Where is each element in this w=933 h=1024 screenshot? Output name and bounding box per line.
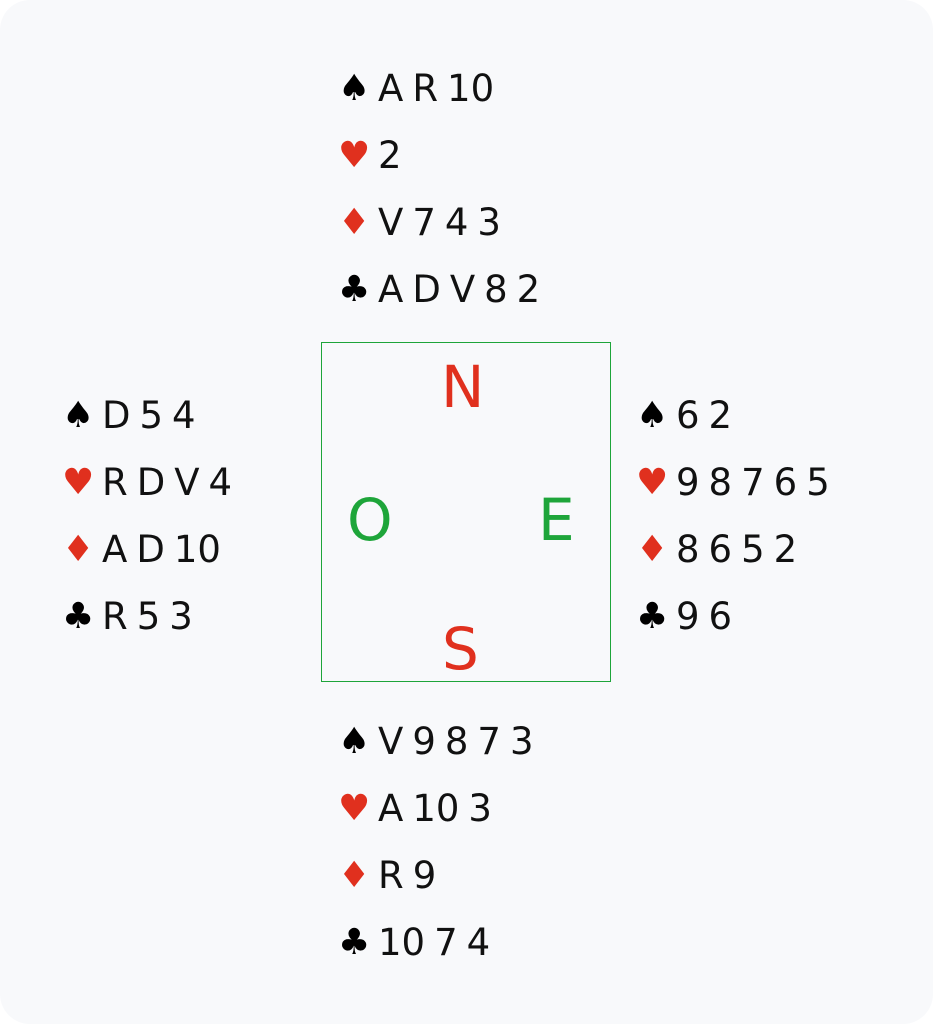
card: A	[378, 787, 404, 830]
diamond-icon: ♦	[636, 528, 669, 570]
spade-icon: ♠	[338, 67, 371, 109]
suit-row-hearts: ♥2	[338, 122, 549, 189]
card: 5	[136, 595, 161, 638]
heart-icon: ♥	[636, 461, 669, 503]
card: 9	[676, 461, 700, 504]
card: 3	[169, 595, 193, 638]
diamond-icon: ♦	[338, 854, 371, 896]
card: 5	[139, 394, 164, 437]
card: V	[174, 461, 200, 504]
card: 10	[173, 528, 221, 571]
club-icon: ♣	[62, 595, 95, 637]
heart-icon: ♥	[62, 461, 95, 503]
card: A	[102, 528, 128, 571]
card: R	[102, 595, 128, 638]
card: 6	[708, 595, 733, 638]
compass-north: N	[441, 353, 485, 421]
card: V	[378, 720, 404, 763]
card: 2	[708, 394, 733, 437]
card: 4	[444, 201, 469, 244]
card: D	[102, 394, 131, 437]
card: 4	[172, 394, 196, 437]
card: 8	[484, 268, 508, 311]
club-icon: ♣	[636, 595, 669, 637]
card: 5	[806, 461, 830, 504]
card: 10	[447, 67, 495, 110]
card: 5	[741, 528, 765, 571]
card: 8	[444, 720, 469, 763]
card: 10	[378, 921, 426, 964]
card: 2	[773, 528, 798, 571]
club-icon: ♣	[338, 268, 371, 310]
card: 7	[434, 921, 458, 964]
card: 4	[208, 461, 233, 504]
card: 2	[516, 268, 541, 311]
compass-south: S	[442, 615, 479, 683]
card: 6	[773, 461, 798, 504]
spade-icon: ♠	[338, 720, 371, 762]
card: 8	[708, 461, 733, 504]
diamond-icon: ♦	[338, 201, 371, 243]
card: R	[102, 461, 128, 504]
card: D	[412, 268, 441, 311]
compass-west: O	[347, 486, 393, 554]
card: 4	[466, 921, 491, 964]
spade-icon: ♠	[636, 394, 669, 436]
card: V	[378, 201, 404, 244]
card: 2	[378, 134, 402, 177]
card: 10	[412, 787, 460, 830]
compass-box	[321, 342, 611, 682]
card: A	[378, 268, 404, 311]
card: 9	[676, 595, 700, 638]
card: R	[378, 854, 404, 897]
heart-icon: ♥	[338, 787, 371, 829]
card: R	[412, 67, 439, 110]
card: D	[136, 461, 166, 504]
card: 9	[412, 720, 436, 763]
card: 7	[412, 201, 436, 244]
diamond-icon: ♦	[62, 528, 95, 570]
card: 7	[477, 720, 501, 763]
card: A	[378, 67, 404, 110]
card: 8	[676, 528, 700, 571]
club-icon: ♣	[338, 921, 371, 963]
card: 3	[509, 720, 534, 763]
card: 9	[412, 854, 437, 897]
card: V	[449, 268, 476, 311]
card: 3	[477, 201, 501, 244]
heart-icon: ♥	[338, 134, 371, 176]
card: 7	[741, 461, 765, 504]
card: 6	[708, 528, 733, 571]
spade-icon: ♠	[62, 394, 95, 436]
compass-east: E	[538, 486, 575, 554]
card: D	[136, 528, 165, 571]
card: 3	[468, 787, 492, 830]
card: 6	[676, 394, 700, 437]
